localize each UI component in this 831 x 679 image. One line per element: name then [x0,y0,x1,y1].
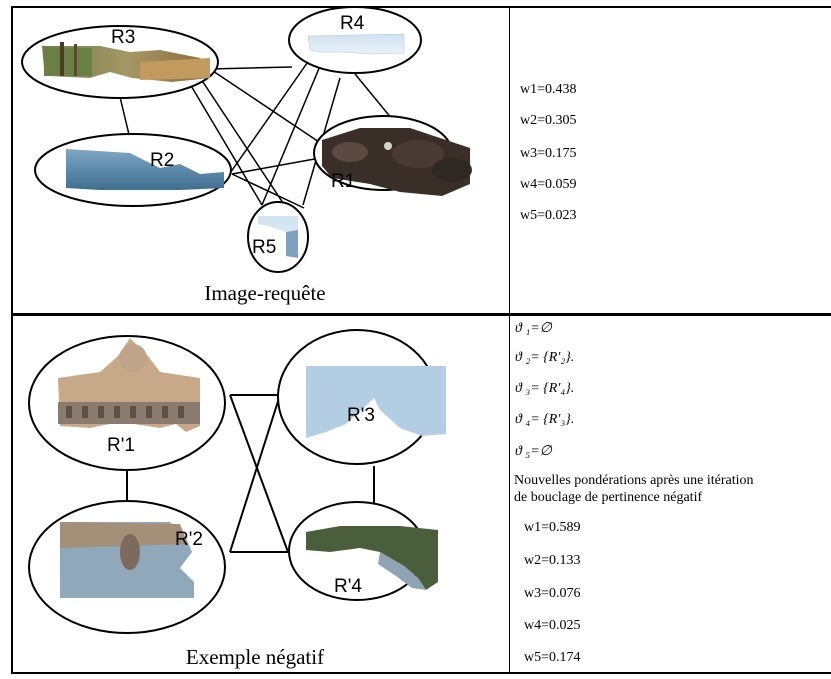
rp2-image [60,522,194,598]
top-weight-5: w5=0.023 [520,208,577,223]
label-rp2: R'2 [175,529,203,550]
top-weight-3: w3=0.175 [520,146,577,161]
table-border-left [11,6,13,674]
label-r2: R2 [150,150,174,171]
note-line-2: de bouclage de pertinence négatif [514,490,703,505]
top-weight-2: w2=0.305 [520,113,577,128]
label-r1: R1 [331,171,355,192]
table-divider-vertical [509,6,510,674]
rp4-image [306,526,438,590]
bottom-weight-2: w2=0.133 [524,553,581,568]
graph-edges [119,55,393,209]
top-weight-1: w1=0.438 [520,82,577,97]
r2-image [66,149,224,190]
top-weight-4: w4=0.059 [520,177,577,192]
bottom-weight-4: w4=0.025 [524,618,581,633]
note-line-1: Nouvelles pondérations après une itérati… [514,473,754,488]
table-border-top [11,6,831,8]
label-rp3: R'3 [347,405,375,426]
bottom-caption: Exemple négatif [185,645,325,669]
theta-2: ϑ ₂= {R'₂}. [515,350,575,365]
rp3-image [306,366,446,438]
query-region-graph: R3 R4 R2 R1 R5 [21,6,472,273]
table-divider-horizontal [11,313,831,316]
r1-image [322,128,472,196]
rp1-image [58,338,200,432]
theta-5: ϑ ₅=∅ [515,444,552,459]
label-r5: R5 [252,237,276,258]
label-r3: R3 [111,27,135,48]
label-rp1: R'1 [107,435,135,456]
top-caption: Image-requête [204,281,326,305]
table-border-bottom [11,672,831,674]
negative-graph-edges [126,394,375,553]
theta-4: ϑ ₄= {R'₃}. [515,412,575,427]
bottom-weight-3: w3=0.076 [524,586,581,601]
r3-image [42,42,210,82]
label-rp4: R'4 [334,576,362,597]
negative-example-graph: R'1 R'3 R'2 R'4 [28,329,446,634]
theta-3: ϑ ₃= {R'₄}. [515,381,575,396]
r4-image [307,33,405,55]
theta-1: ϑ ₁=∅ [515,321,552,336]
bottom-weight-1: w1=0.589 [524,520,581,535]
bottom-weight-5: w5=0.174 [524,650,581,665]
label-r4: R4 [340,13,365,34]
